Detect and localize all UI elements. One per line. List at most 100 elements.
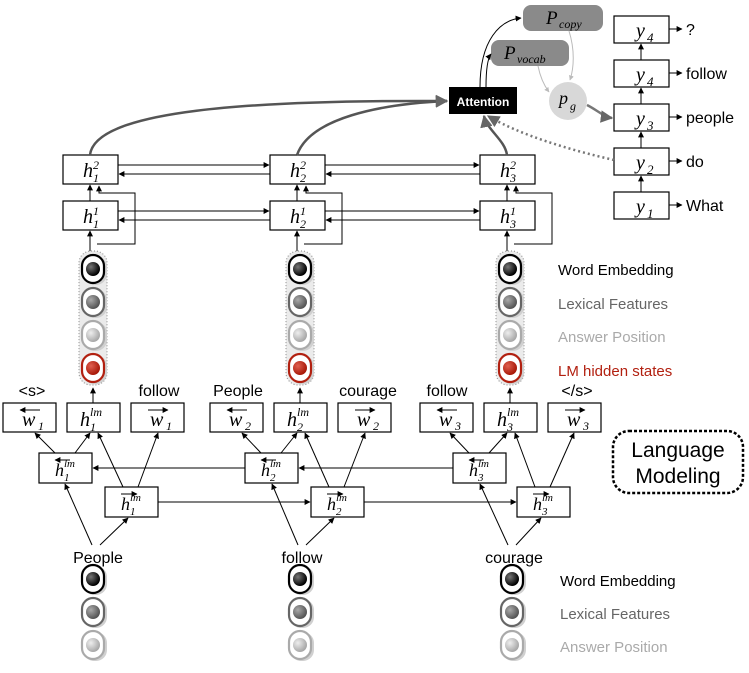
bottom-feature-col-3-dot-1 [505, 605, 519, 619]
top-feature-col-2-frame [285, 250, 315, 386]
decoder-y-2: y [634, 64, 645, 86]
decoder-sub-5: 1 [647, 206, 654, 221]
lm-out-wfwd-2 [337, 402, 392, 433]
decoder-word-5: What [686, 198, 724, 215]
decoder: y 4 y 4 y 3 y 2 y 1 ? follow people do W… [613, 15, 734, 221]
in-arrow-c1 [479, 483, 509, 546]
lm-token-courage: courage [339, 383, 397, 400]
decoder-word-3: people [686, 110, 734, 127]
top-feature-col-3-frame [495, 250, 525, 386]
lm-arrow-b3 [304, 432, 330, 488]
lm-arrow-a1 [34, 432, 56, 454]
lm-wfwd-2-w: w [357, 409, 371, 431]
lm-wfwd-2-sub: 2 [373, 419, 379, 433]
decoder-sub-3: 3 [646, 118, 654, 133]
language-modeling-badge [611, 429, 745, 495]
attention-box [449, 87, 517, 114]
enc-residual-2 [303, 185, 343, 245]
lm-out-wback-2 [209, 402, 264, 433]
enc-l2-h-3: h [500, 160, 510, 182]
lm-hback-box-3 [452, 452, 507, 484]
enc-l2-sub-3: 3 [509, 171, 516, 185]
lm-arrow-b4 [343, 432, 366, 488]
lm-hfwd-1-sub: 1 [130, 506, 136, 518]
p-copy-sub: copy [559, 17, 582, 31]
lm-hback-3-h: h [469, 460, 478, 480]
lm-hfwd-2-h: h [327, 494, 336, 514]
enc-l2-sub-1: 1 [93, 171, 99, 185]
top-feature-col-1-dot-1 [86, 295, 100, 309]
decoder-word-4: do [686, 154, 704, 171]
lm-h-1-sub: 1 [90, 420, 96, 434]
decoder-y-4: y [634, 152, 645, 174]
top-feature-col-2-dot-1 [293, 295, 307, 309]
input-word-2: follow [282, 550, 323, 567]
bottom-legend-answer-position: Answer Position [560, 639, 668, 656]
lm-h-3-sup: lm [507, 405, 519, 419]
lm-wback-1-w: w [22, 409, 36, 431]
lm-out-wback-3 [419, 402, 474, 433]
enc-l1-box-1 [62, 200, 119, 231]
lm-hidden-labels: h lm 1 h lm 2 h lm 3 h lm 1 h lm 2 h lm … [54, 457, 553, 518]
lm-arrow-c2 [488, 432, 508, 454]
enc3-to-attention-arrow [480, 114, 509, 156]
decoder-to-attention-arrow [486, 114, 615, 162]
enc-l2-h-1: h [83, 160, 93, 182]
lm-wfwd-1-w: w [150, 409, 164, 431]
lm-hback-1-h: h [55, 460, 64, 480]
decoder-sub-1: 4 [647, 30, 654, 45]
p-vocab-box [491, 40, 569, 66]
lm-out-h-2 [273, 402, 328, 433]
top-legend-word-embedding: Word Embedding [558, 262, 674, 279]
lm-h-1-sup: lm [90, 405, 102, 419]
lm-token-s: <s> [19, 383, 46, 400]
lm-token-follow-1: follow [139, 383, 180, 400]
top-feature-columns [78, 250, 525, 386]
enc-l1-h-1: h [83, 206, 93, 228]
decoder-y-5: y [634, 196, 645, 218]
p-gen-sub: g [570, 99, 576, 113]
enc-residual-3 [513, 185, 553, 245]
lm-arrow-c4 [549, 432, 575, 488]
attn-to-pcopy-arrow [479, 15, 522, 88]
in-arrow-a2 [99, 517, 129, 546]
attention-label: Attention [457, 95, 510, 109]
lm-arrow-c1 [449, 432, 470, 454]
enc-l2-sub-2: 2 [300, 171, 306, 185]
lm-h-3-h: h [497, 409, 507, 431]
top-feature-col-2-dot-3 [293, 361, 307, 375]
top-legend-lm-hidden-states: LM hidden states [558, 363, 672, 380]
p-copy-p: P [545, 8, 558, 29]
lm-hfwd-2-sub: 2 [336, 506, 342, 518]
attn-to-pvocab-arrow [485, 53, 492, 88]
decoder-box-1 [613, 15, 670, 44]
lm-wback-3-sub: 3 [454, 419, 461, 433]
enc-l1-sub-2: 2 [300, 217, 306, 231]
pvocab-to-gate-arrow [537, 65, 550, 93]
bottom-feature-columns [80, 563, 526, 661]
top-legend-lexical-features: Lexical Features [558, 296, 668, 313]
gate-to-y3-arrow [586, 103, 614, 123]
enc-l1-sup-2: 1 [300, 204, 306, 218]
decoder-sub-4: 2 [647, 162, 654, 177]
bottom-feature-col-3-dot-2 [505, 638, 519, 652]
lm-output-arrows [34, 432, 575, 488]
pcopy-to-gate-arrow [568, 30, 574, 81]
enc-l1-sub-1: 1 [93, 217, 99, 231]
lm-h-2-sup: lm [297, 405, 309, 419]
lm-hfwd-3-sup: lm [542, 492, 553, 504]
decoder-word-1: ? [686, 22, 695, 39]
enc-l1-h-2: h [290, 206, 300, 228]
decoder-y-1: y [634, 20, 645, 42]
in-arrow-c2 [515, 517, 542, 546]
lm-input-arrows [64, 483, 542, 546]
lm-arrow-c3 [514, 432, 536, 488]
top-feature-col-2-dot-0 [293, 262, 307, 276]
decoder-box-2 [613, 59, 670, 88]
lm-hback-3-sub: 3 [477, 472, 484, 484]
lm-arrow-a3 [97, 432, 124, 488]
encoder-labels: h 2 1 h 2 2 h 2 3 h 1 1 h 1 2 h 1 3 [83, 158, 516, 231]
lm-wback-2-w: w [229, 409, 243, 431]
lm-wfwd-3-sub: 3 [582, 419, 589, 433]
